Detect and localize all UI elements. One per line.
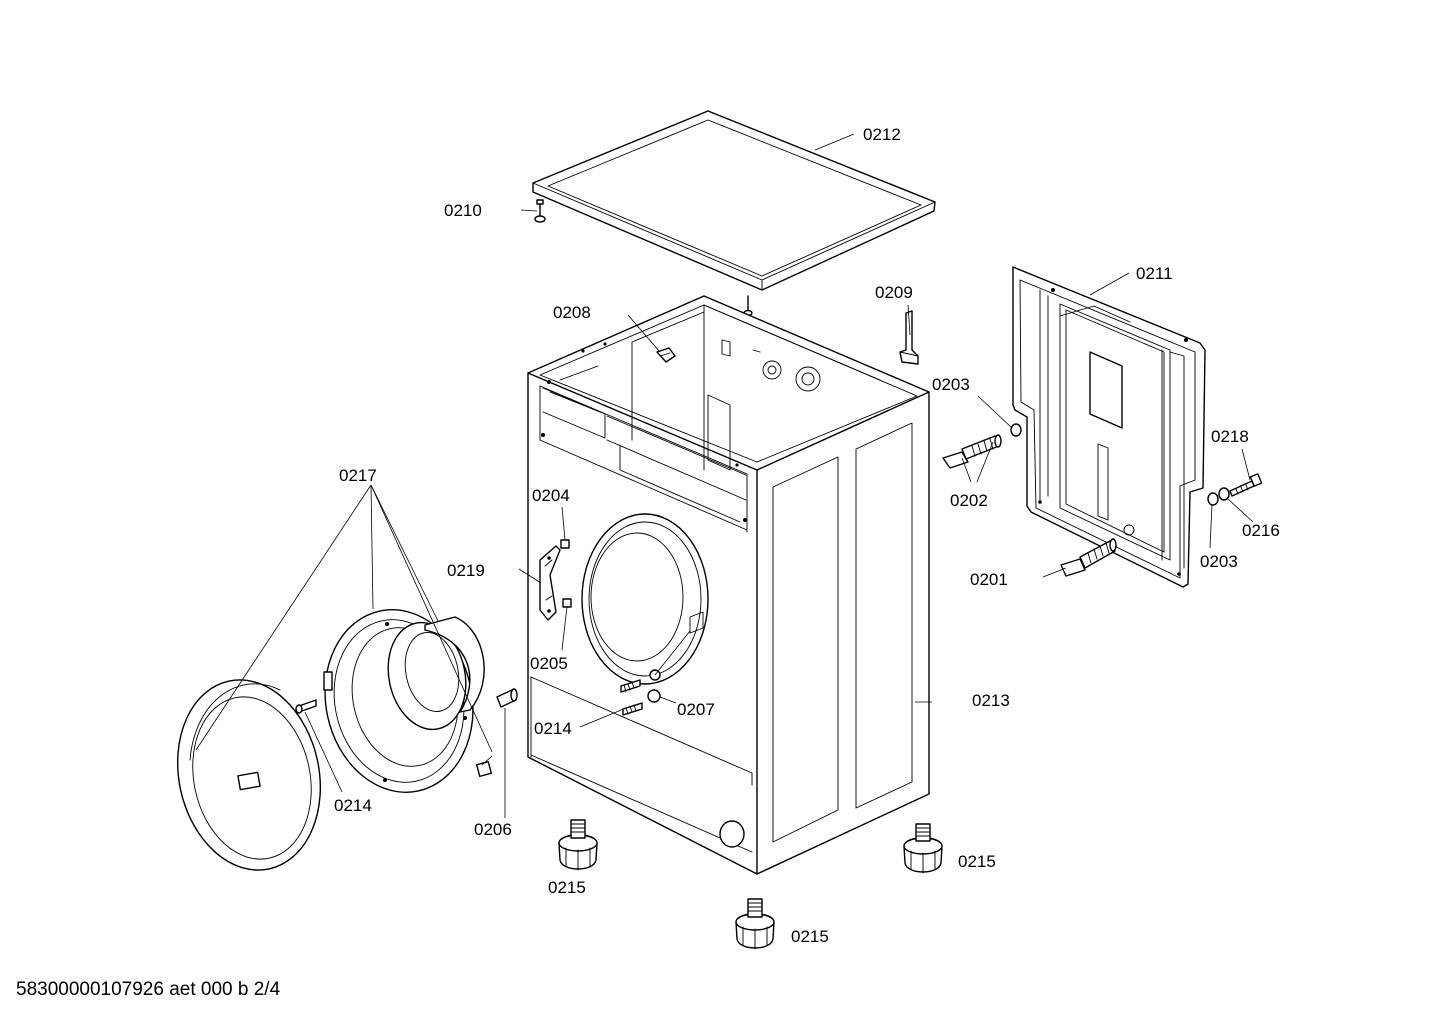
bracket-0209 xyxy=(899,310,919,365)
label-0215-bottom: 0215 xyxy=(791,927,829,946)
label-0202: 0202 xyxy=(950,491,988,510)
part-labels: 0212 0210 0211 0209 0208 0203 0218 0202 … xyxy=(334,125,1280,946)
label-0209: 0209 xyxy=(875,283,913,302)
latch xyxy=(475,760,493,778)
label-0203-upper: 0203 xyxy=(932,375,970,394)
screw-0214-front xyxy=(620,679,643,716)
clip-0208 xyxy=(656,347,676,363)
door-inner-frame xyxy=(323,609,485,793)
label-0214-front: 0214 xyxy=(534,719,572,738)
drawing-reference-number: 58300000107926 aet 000 b 2/4 xyxy=(16,979,281,1000)
label-0215-left: 0215 xyxy=(548,878,586,897)
label-0208: 0208 xyxy=(553,303,591,322)
label-0203-lower: 0203 xyxy=(1200,552,1238,571)
leader-lines xyxy=(195,133,1254,818)
label-0218: 0218 xyxy=(1211,427,1249,446)
screw-0214-door xyxy=(295,699,317,714)
label-0205: 0205 xyxy=(530,654,568,673)
screw-0210 xyxy=(534,199,546,223)
foot-0215-left xyxy=(558,819,598,871)
shock-absorber-0201 xyxy=(1060,538,1117,577)
label-0204: 0204 xyxy=(532,486,570,505)
label-0217: 0217 xyxy=(339,466,377,485)
foot-0215-bottom xyxy=(735,898,775,950)
label-0206: 0206 xyxy=(474,820,512,839)
label-0207: 0207 xyxy=(677,700,715,719)
door-outer-ring xyxy=(176,679,322,871)
bolt-0218 xyxy=(1207,473,1263,506)
washer-0207 xyxy=(647,689,661,703)
housing-cabinet xyxy=(527,295,930,875)
shock-absorber-0202 xyxy=(942,434,1002,469)
peg xyxy=(743,295,753,317)
label-0211: 0211 xyxy=(1136,264,1173,283)
label-0212: 0212 xyxy=(863,125,901,144)
foot-0215-right xyxy=(903,823,943,874)
pin-0206 xyxy=(496,688,518,708)
washer-0203-upper xyxy=(1010,423,1022,437)
label-0213: 0213 xyxy=(972,691,1010,710)
top-cover xyxy=(532,110,936,291)
label-0216: 0216 xyxy=(1242,521,1280,540)
label-0210: 0210 xyxy=(444,201,482,220)
label-0215-right: 0215 xyxy=(958,852,996,871)
label-0214-door: 0214 xyxy=(334,796,372,815)
rear-panel xyxy=(1012,266,1206,588)
label-0219: 0219 xyxy=(447,561,485,580)
label-0201: 0201 xyxy=(970,570,1008,589)
